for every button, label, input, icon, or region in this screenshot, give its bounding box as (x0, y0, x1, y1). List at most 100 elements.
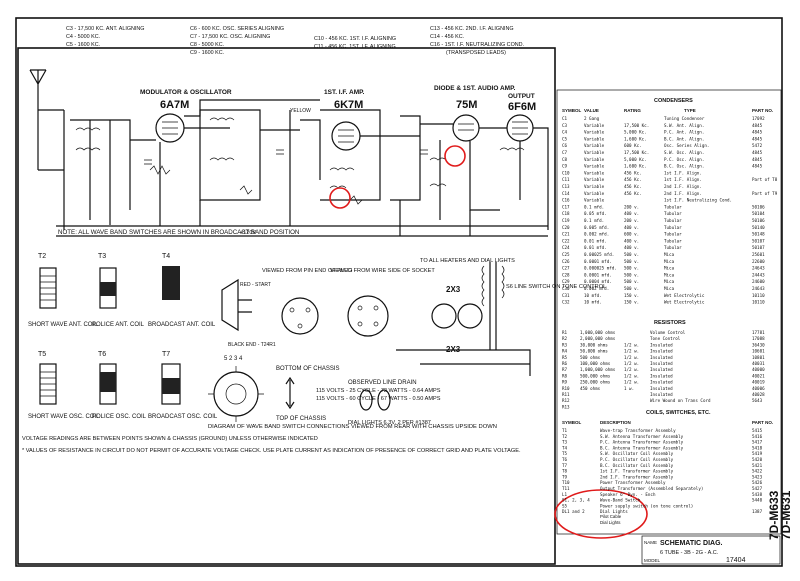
dial-lights-label: DIAL LIGHTS 6.3V. 2 PER #1387 (348, 420, 431, 426)
line-drain-25: 115 VOLTS - 25 CYCLE - 72 WATTS - 0.64 A… (316, 388, 441, 394)
title-name: SCHEMATIC DIAG. (660, 540, 723, 547)
table-cell: 0.1 mfd. (584, 204, 604, 209)
column-header: VALUE (584, 108, 599, 113)
table-cell: C4 (562, 130, 568, 135)
table-cell: Mica (664, 259, 675, 264)
table-cell: Part of T8 (752, 177, 778, 182)
column-header: SYMBOL (562, 420, 582, 425)
table-cell: 456 Kc. (624, 184, 642, 189)
table-cell: 5643 (752, 398, 763, 403)
tube-type: 6A7M (160, 99, 189, 111)
table-cell: Variable (584, 198, 605, 203)
table-cell: C20 (562, 225, 570, 230)
table-cell: 50107 (752, 245, 765, 250)
table-cell: C1 (562, 116, 568, 121)
table-cell: 150 v. (624, 293, 639, 298)
table-cell: 500 ohms (580, 355, 601, 360)
column-header: SYMBOL (562, 108, 582, 113)
table-cell: 22600 (752, 259, 765, 264)
table-cell: C16 (562, 198, 570, 203)
table-cell: 450 ohms (580, 386, 601, 391)
condensers-heading: CONDENSERS (654, 98, 693, 104)
table-cell: Insulated (650, 361, 673, 366)
table-cell: C17 (562, 204, 570, 209)
table-cell: T8 (562, 469, 568, 474)
table-cell: 0.0001 mfd. (584, 272, 612, 277)
table-cell: 0.01 mfd. (584, 245, 607, 250)
table-cell: Power Transformer Assembly (600, 480, 666, 485)
tube-type: 75M (456, 99, 477, 111)
table-cell: Volume Control (650, 330, 686, 335)
table-cell: Tubular (664, 245, 682, 250)
table-cell: Tubular (664, 204, 682, 209)
plug-icon (281, 297, 319, 335)
table-cell: R9 (562, 380, 568, 385)
coil-id: T3 (98, 253, 106, 260)
note-line: C5 - 1600 KC. (66, 42, 100, 48)
table-cell: 456 Kc. (624, 170, 642, 175)
table-cell: C6 (562, 143, 568, 148)
table-cell: 0.000025 mfd. (584, 266, 617, 271)
table-cell: Variable (584, 123, 605, 128)
table-cell: Variable (584, 191, 605, 196)
tube-role: DIODE & 1ST. AUDIO AMP. (434, 85, 516, 92)
coil-id: T7 (162, 351, 170, 358)
table-cell: 2nd I.F. Align. (664, 191, 702, 196)
table-cell: 0.05 mfd. (584, 211, 607, 216)
table-cell: B.C. Ant. Align. (664, 136, 704, 141)
table-cell: Variable (584, 150, 605, 155)
coil-t2: T2 SHORT WAVE ANT. COIL (28, 253, 98, 328)
note-line: C11 - 456 KC. 1ST. I.F. ALIGNING (314, 44, 396, 50)
black-end-label: BLACK END - T24R1 (228, 342, 276, 348)
table-cell: C24 (562, 245, 570, 250)
table-cell: 500 v. (624, 266, 639, 271)
table-cell: Mica (664, 266, 675, 271)
table-cell: Wire Wound on Trans Cord (650, 398, 711, 403)
tube-type: 6F6M (508, 101, 536, 113)
table-cell: T4 (562, 445, 568, 450)
table-cell: 1,000,000 ohms (580, 367, 616, 372)
table-cell: 17088 (752, 336, 765, 341)
red-start-label: RED - START (240, 282, 271, 288)
table-cell: T10 (562, 480, 570, 485)
table-cell: Tubular (664, 211, 682, 216)
model-line: 7D-M631 (779, 490, 793, 540)
table-cell: 456 Kc. (624, 177, 642, 182)
coils-extra: Pilot Cable (600, 514, 622, 519)
table-cell: 400 v. (624, 238, 639, 243)
column-header: PART NO. (752, 108, 773, 113)
table-cell: 2nd I.F. Transformer Assembly (600, 474, 674, 479)
table-cell: Variable (584, 143, 605, 148)
coil-label: SHORT WAVE OSC. COIL (28, 414, 100, 420)
table-cell: P.C. Antenna Transformer Assembly (600, 440, 684, 445)
table-cell: R6 (562, 361, 568, 366)
table-cell: Insulated (650, 342, 673, 347)
table-cell: 1/2 w. (624, 373, 639, 378)
table-cell: 500,000 ohms (580, 373, 611, 378)
table-cell: 600 Kc. (624, 143, 642, 148)
table-cell: Insulated (650, 355, 673, 360)
coil-t6: T6 POLICE OSC. COIL (92, 351, 147, 420)
model-number: 7D-M631 7D-M633 (767, 490, 793, 540)
table-cell: 50104 (752, 211, 765, 216)
table-cell: DL1 and 2 (562, 509, 585, 514)
table-cell: 10 mfd. (584, 300, 602, 305)
table-cell: 1387 (752, 509, 763, 514)
chassis-arrow (285, 376, 295, 410)
table-cell: 5416 (752, 434, 763, 439)
table-cell: 5,000 Kc. (624, 157, 647, 162)
table-cell: 5417 (752, 440, 763, 445)
table-cell: C29 (562, 279, 570, 284)
top-chassis-label: TOP OF CHASSIS (276, 416, 326, 422)
table-cell: P.C. Osc. Align. (664, 157, 704, 162)
table-cell: C10 (562, 170, 570, 175)
table-cell: 4845 (752, 150, 763, 155)
title-tubes: 6 TUBE - 3B - 2G - A.C. (660, 550, 719, 556)
table-cell: C26 (562, 259, 570, 264)
table-cell: 4845 (752, 164, 763, 169)
table-cell: Speaker 6" Dyn. - Ench (600, 492, 656, 497)
table-cell: Insulated (650, 373, 673, 378)
socket-icon (347, 295, 389, 337)
tube-role: MODULATOR & OSCILLATOR (140, 89, 232, 96)
